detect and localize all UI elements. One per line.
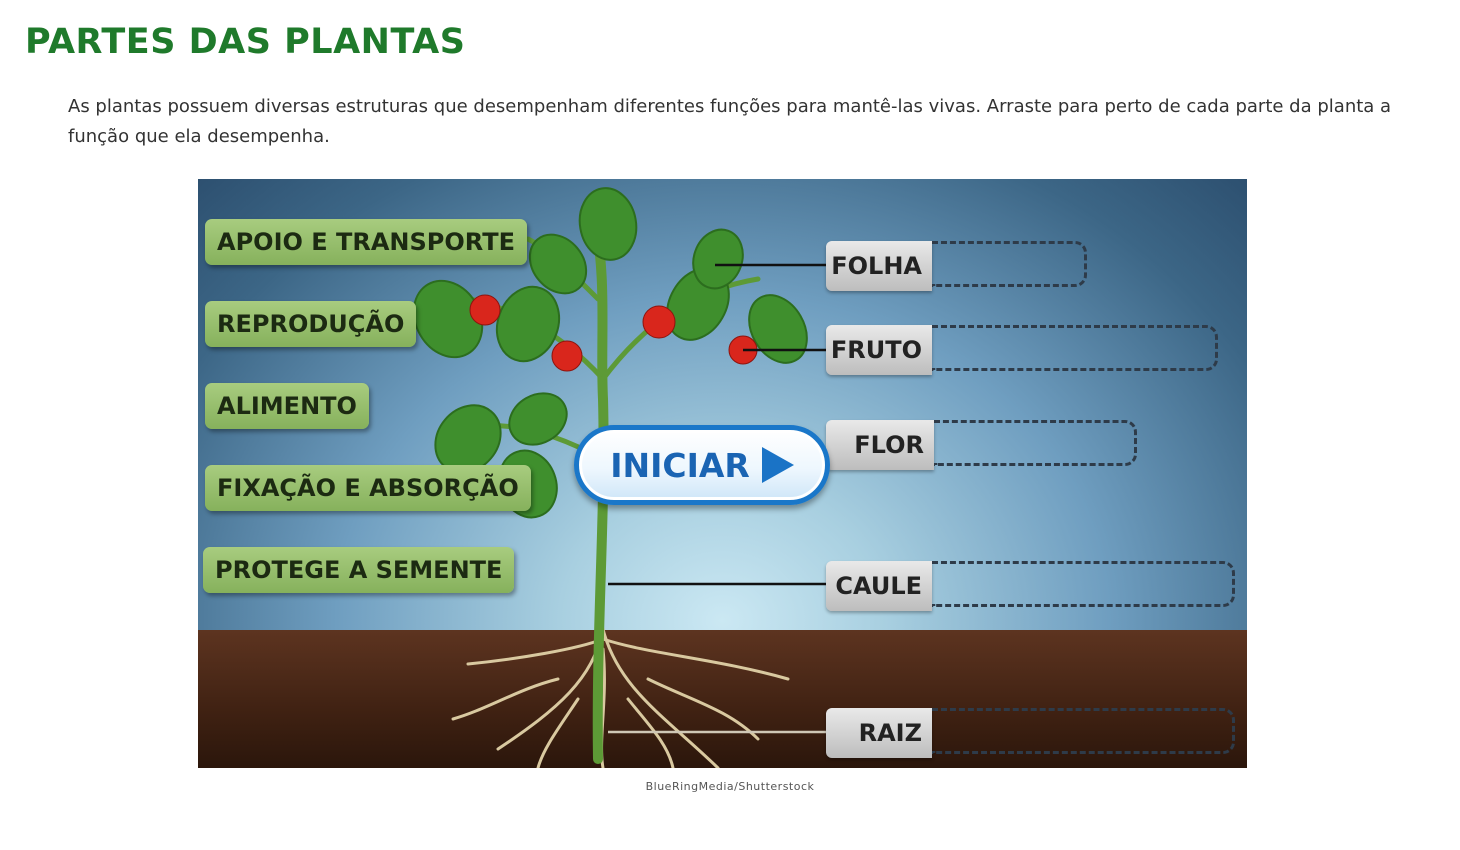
function-chip-protege-semente[interactable]: PROTEGE A SEMENTE xyxy=(203,547,515,593)
image-credit: BlueRingMedia/Shutterstock xyxy=(645,780,815,793)
part-label-fruto: FRUTO xyxy=(826,325,932,375)
plant-parts-activity: APOIO E TRANSPORTE REPRODUÇÃO ALIMENTO F… xyxy=(198,179,1247,768)
drop-zone-flor[interactable] xyxy=(934,420,1137,466)
start-button-label: INICIAR xyxy=(610,445,750,485)
function-chip-reproducao[interactable]: REPRODUÇÃO xyxy=(205,301,417,347)
function-chip-apoio-transporte[interactable]: APOIO E TRANSPORTE xyxy=(205,219,527,265)
function-chip-alimento[interactable]: ALIMENTO xyxy=(205,383,369,429)
drop-zone-folha[interactable] xyxy=(932,241,1087,287)
part-label-flor: FLOR xyxy=(826,420,934,470)
drop-zone-raiz[interactable] xyxy=(932,708,1235,754)
drop-zone-fruto[interactable] xyxy=(932,325,1218,371)
page-title: PARTES DAS PLANTAS xyxy=(25,22,466,62)
play-icon xyxy=(761,447,794,483)
function-chip-fixacao-absorcao[interactable]: FIXAÇÃO E ABSORÇÃO xyxy=(205,465,531,511)
soil-area xyxy=(198,630,1247,768)
part-label-folha: FOLHA xyxy=(826,241,932,291)
part-label-caule: CAULE xyxy=(826,561,932,611)
instructions-text: As plantas possuem diversas estruturas q… xyxy=(68,96,1392,147)
part-label-raiz: RAIZ xyxy=(826,708,932,758)
start-button[interactable]: INICIAR xyxy=(574,425,830,505)
drop-zone-caule[interactable] xyxy=(932,561,1235,607)
